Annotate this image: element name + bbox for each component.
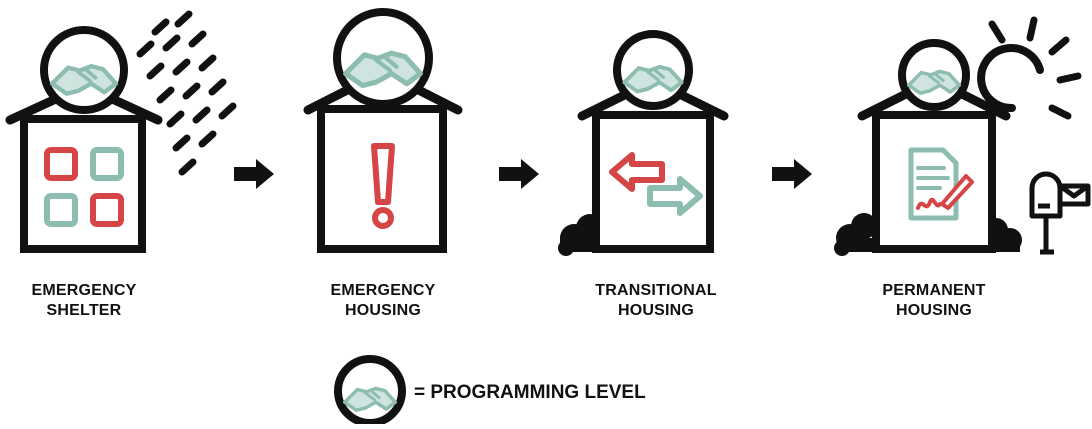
signed-document-icon: [908, 147, 974, 221]
label-line: HOUSING: [617, 302, 695, 319]
swap-arrows-icon: [609, 152, 703, 216]
label-line: TRANSITIONAL: [595, 282, 717, 299]
house-permanent-housing: [834, 39, 1022, 256]
arrow-right-icon: [234, 159, 274, 189]
label-permanent-housing: PERMANENT HOUSING: [854, 281, 1014, 321]
label-line: HOUSING: [895, 302, 973, 319]
bush-icon: [834, 213, 1022, 256]
label-line: HOUSING: [344, 302, 422, 319]
exclamation-icon: [371, 143, 395, 229]
four-squares-icon: [44, 147, 124, 227]
label-line: SHELTER: [46, 302, 122, 319]
label-line: EMERGENCY: [330, 282, 436, 299]
mailbox-icon: [1029, 171, 1091, 255]
label-transitional-housing: TRANSITIONAL HOUSING: [576, 281, 736, 321]
label-emergency-shelter: EMERGENCY SHELTER: [4, 281, 164, 321]
house-emergency-shelter: [5, 26, 163, 253]
arrow-right-icon: [772, 159, 812, 189]
label-emergency-housing: EMERGENCY HOUSING: [303, 281, 463, 321]
label-line: PERMANENT: [882, 282, 986, 299]
arrow-right-icon: [499, 159, 539, 189]
label-line: EMERGENCY: [31, 282, 137, 299]
house-transitional-housing: [558, 30, 729, 256]
legend-symbol: [334, 355, 406, 427]
rain-icon: [136, 10, 237, 176]
legend-label: = PROGRAMMING LEVEL: [414, 382, 646, 403]
sun-icon: [977, 16, 1082, 120]
house-emergency-housing: [303, 8, 463, 253]
